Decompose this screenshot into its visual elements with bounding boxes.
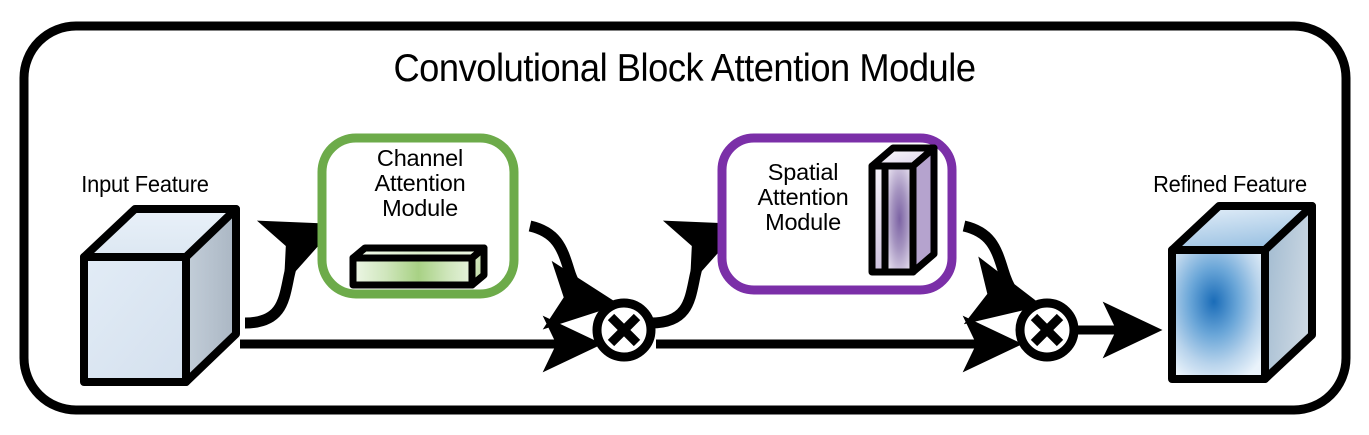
spatial-attention-module-label: Spatial Attention Module xyxy=(757,159,849,235)
branch-arrow-channel-to-multiply xyxy=(528,220,620,330)
channel-attention-bar-icon xyxy=(349,244,488,289)
channel-attention-module-label: Channel Attention Module xyxy=(374,145,466,221)
refined-feature-label: Refined Feature xyxy=(1153,171,1307,197)
page-title: Convolutional Block Attention Module xyxy=(393,47,976,90)
refined-feature-cube xyxy=(1168,202,1316,383)
outer-container-border xyxy=(19,21,1351,415)
branch-arrow-to-channel xyxy=(244,220,338,329)
multiply-operator-1[interactable] xyxy=(592,298,656,362)
branch-arrow-spatial-to-multiply xyxy=(962,220,1043,325)
multiply-operator-2[interactable] xyxy=(1015,298,1079,362)
spatial-attention-plane-icon xyxy=(868,144,938,276)
branch-arrow-to-spatial xyxy=(650,220,744,329)
input-feature-cube xyxy=(80,205,240,386)
input-feature-label: Input Feature xyxy=(81,171,209,197)
